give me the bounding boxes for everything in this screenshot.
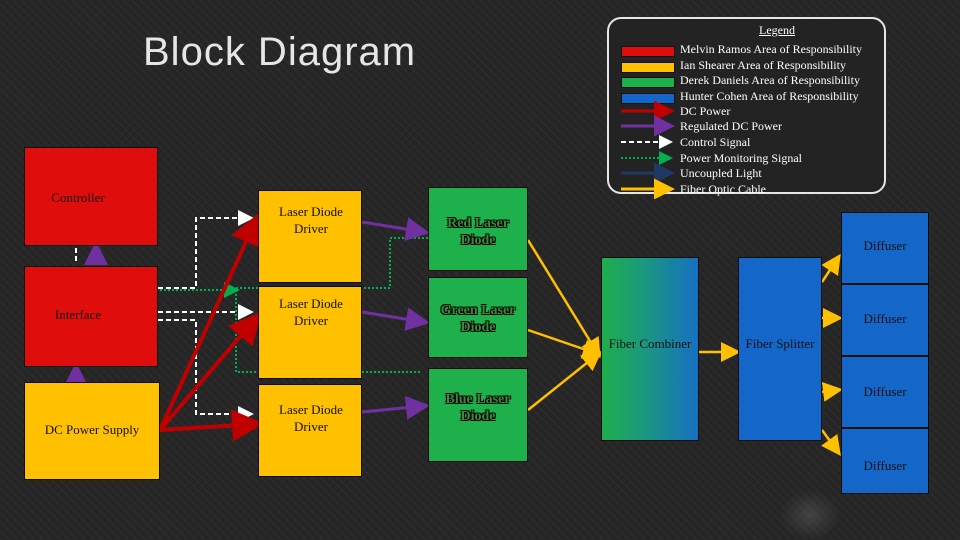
diffuser-block-4	[841, 428, 929, 494]
legend-item-derek: Derek Daniels Area of Responsibility	[680, 73, 860, 87]
legend-item-control-signal: Control Signal	[680, 135, 751, 149]
laser-diode-driver-2	[258, 286, 362, 379]
legend-item-ian: Ian Shearer Area of Responsibility	[680, 58, 846, 72]
driver-1-label: Laser Diode Driver	[279, 204, 343, 236]
legend-panel: Legend Melvin Ramos Area of Responsibili…	[607, 17, 886, 199]
legend-swatch-melvin	[621, 46, 675, 57]
legend-swatch-derek	[621, 77, 675, 88]
diffuser-4-label: Diffuser	[863, 458, 907, 473]
red-laser-diode-block	[428, 187, 528, 271]
driver-3-label: Laser Diode Driver	[279, 402, 343, 434]
interface-block	[24, 266, 158, 367]
laser-diode-driver-1	[258, 190, 362, 283]
controller-label: Controller	[51, 190, 105, 205]
legend-title: Legend	[759, 23, 795, 37]
diffuser-block-3	[841, 356, 929, 428]
diffuser-2-label: Diffuser	[863, 311, 907, 326]
controller-block	[24, 147, 158, 246]
diffuser-3-label: Diffuser	[863, 384, 907, 399]
diffuser-block-2	[841, 284, 929, 356]
diffuser-block-1	[841, 212, 929, 284]
legend-item-fiber-optic-cable: Fiber Optic Cable	[680, 182, 766, 196]
dc-power-supply-block	[24, 382, 160, 480]
legend-item-regulated-dc-power: Regulated DC Power	[680, 119, 782, 133]
fiber-combiner-block	[601, 257, 699, 441]
laser-diode-driver-3	[258, 384, 362, 477]
legend-item-dc-power: DC Power	[680, 104, 731, 118]
legend-item-melvin: Melvin Ramos Area of Responsibility	[680, 42, 862, 56]
green-laser-diode-block	[428, 277, 528, 358]
fiber-optic-lines	[526, 239, 843, 457]
legend-item-power-monitoring: Power Monitoring Signal	[680, 151, 802, 165]
blue-laser-diode-block	[428, 368, 528, 462]
dc-power-lines	[158, 212, 264, 442]
legend-item-uncoupled-light: Uncoupled Light	[680, 166, 762, 180]
decorative-shadow	[780, 490, 840, 540]
legend-line-samples	[621, 100, 675, 199]
fiber-combiner-label: Fiber Combiner	[608, 336, 692, 351]
fiber-splitter-block	[738, 257, 822, 441]
green-laser-diode-label: Green Laser Diode	[440, 303, 516, 335]
dc-power-supply-label: DC Power Supply	[44, 422, 140, 437]
diffuser-1-label: Diffuser	[863, 238, 907, 253]
red-laser-diode-label: Red Laser Diode	[447, 216, 509, 248]
fiber-splitter-label: Fiber Splitter	[745, 336, 815, 351]
interface-label: Interface	[54, 307, 102, 322]
blue-laser-diode-label: Blue Laser Diode	[445, 392, 511, 424]
regulated-power-lines	[64, 217, 430, 420]
legend-item-hunter: Hunter Cohen Area of Responsibility	[680, 89, 859, 103]
driver-2-label: Laser Diode Driver	[279, 296, 343, 328]
legend-swatch-ian	[621, 62, 675, 73]
legend-swatch-hunter	[621, 93, 675, 104]
page-title: Block Diagram	[143, 30, 417, 74]
